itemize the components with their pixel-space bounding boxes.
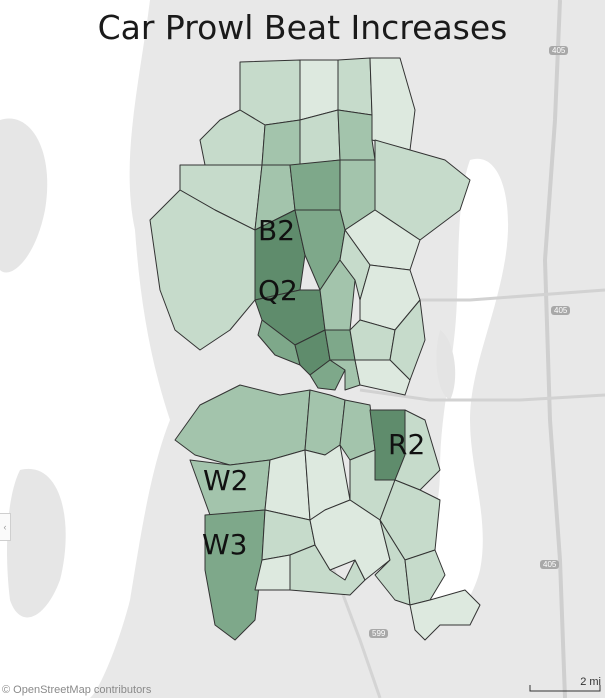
beat-label-w3: W3 [202, 528, 248, 561]
beat-o3[interactable] [309, 499, 391, 581]
beat-label-b2: B2 [258, 214, 296, 247]
beat-k2[interactable] [329, 359, 361, 391]
beat-q3[interactable] [319, 259, 356, 331]
beat-s5[interactable] [409, 589, 481, 641]
highway-shield-599: 599 [369, 629, 389, 638]
beat-north-6[interactable] [261, 119, 301, 166]
beat-label-q2: Q2 [258, 274, 298, 307]
island-land [0, 118, 48, 273]
mercer-island-land [436, 330, 456, 400]
beat-label-w2: W2 [203, 464, 249, 497]
beat-s4[interactable] [404, 549, 446, 606]
highway-shield-405-mid: 405 [551, 306, 571, 315]
collapse-handle[interactable]: ‹ [0, 513, 11, 541]
map-attribution[interactable]: © OpenStreetMap contributors [2, 684, 152, 696]
beat-g1[interactable] [354, 359, 411, 396]
beat-f1[interactable] [264, 449, 311, 521]
scale-bar [529, 685, 601, 692]
highway-shield-405-north: 405 [549, 46, 569, 55]
beat-north-3[interactable] [337, 57, 373, 116]
scale-label: 2 mi [580, 676, 601, 688]
beat-north-8[interactable] [337, 109, 376, 161]
beat-u3[interactable] [339, 229, 371, 301]
beat-q1[interactable] [257, 319, 301, 366]
beat-b3[interactable] [289, 159, 341, 211]
beat-polygons [149, 57, 481, 641]
road-i90 [359, 388, 605, 402]
beat-b2[interactable] [254, 209, 306, 301]
lake-washington-water [427, 158, 509, 619]
beat-k1[interactable] [309, 359, 346, 391]
beat-r1[interactable] [339, 399, 376, 461]
road-sr520 [420, 288, 605, 302]
vashon-land [7, 468, 66, 618]
map-title: Car Prowl Beat Increases [97, 8, 508, 47]
beat-label-r2: R2 [388, 428, 426, 461]
road-i405 [542, 0, 567, 698]
highway-shield-405-south: 405 [540, 560, 560, 569]
beat-north-7[interactable] [299, 109, 341, 166]
beat-c3[interactable] [389, 299, 426, 381]
beat-magnolia[interactable] [149, 189, 256, 351]
